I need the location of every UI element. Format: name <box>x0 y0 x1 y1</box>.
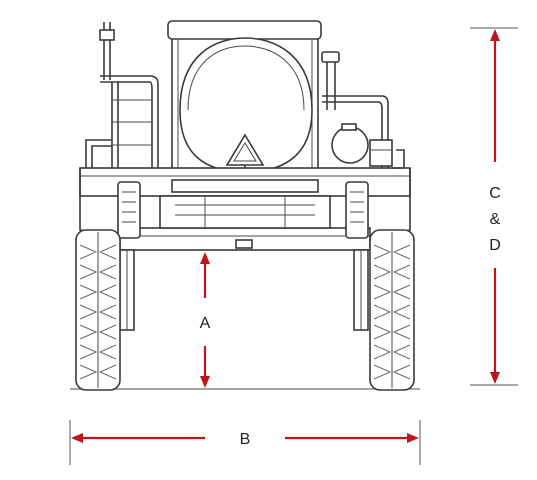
right-suspension <box>345 181 369 331</box>
left-tire <box>75 229 121 391</box>
dimension-cd: C & D <box>470 27 518 386</box>
dimension-d-label: D <box>489 237 501 254</box>
dimension-a-label: A <box>200 315 211 332</box>
dimension-ampersand-label: & <box>490 211 501 228</box>
left-suspension <box>117 181 141 331</box>
cab <box>167 20 322 195</box>
dimension-a: A <box>200 252 211 388</box>
right-tire <box>369 229 415 391</box>
dimension-b-label: B <box>240 431 251 448</box>
dimension-c-label: C <box>489 185 501 202</box>
left-ladder <box>85 22 159 168</box>
right-side-equipment <box>321 51 405 169</box>
dimension-b: B <box>69 420 421 465</box>
tank <box>179 37 313 173</box>
sprayer-front-view <box>70 20 420 391</box>
